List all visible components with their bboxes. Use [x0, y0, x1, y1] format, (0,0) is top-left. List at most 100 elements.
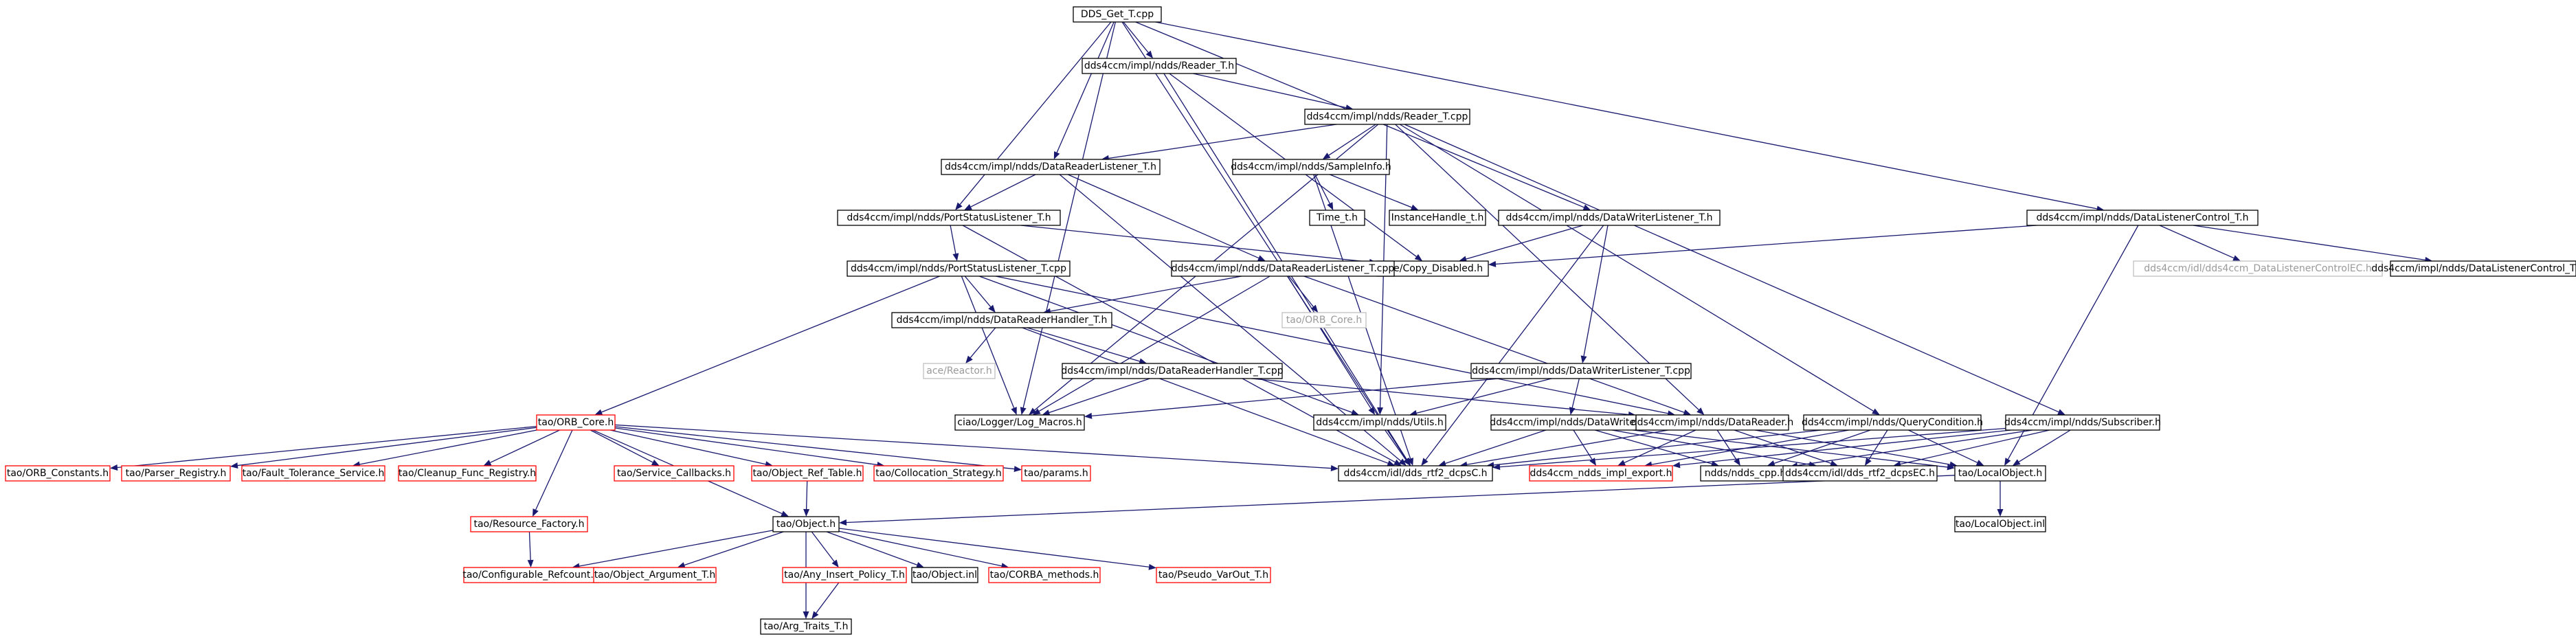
node-orb_constants_h[interactable]: tao/ORB_Constants.h: [5, 465, 111, 482]
node-collocation_strategy_h[interactable]: tao/Collocation_Strategy.h: [873, 465, 1004, 482]
arrowhead-any_insert_policy_t_h-to-arg_traits_t_h: [811, 611, 819, 619]
edge-dlc_t_h-to-dds4ccm_dlc_ec_h: [2159, 225, 2235, 259]
node-log_macros_h[interactable]: ciao/Logger/Log_Macros.h: [954, 414, 1085, 431]
edge-subscriber_h-to-localobject_h: [2018, 429, 2071, 462]
node-dlc_t_h[interactable]: dds4ccm/impl/ndds/DataListenerControl_T.…: [2026, 210, 2259, 226]
node-resource_factory_h[interactable]: tao/Resource_Factory.h: [470, 516, 588, 532]
node-ndds_cpp_h[interactable]: ndds/ndds_cpp.h: [1700, 465, 1791, 482]
node-box: [954, 414, 1085, 431]
node-box: [1309, 210, 1365, 226]
node-service_callbacks_h[interactable]: tao/Service_Callbacks.h: [614, 465, 735, 482]
edge-dwl_t_h-to-dwl_t_cpp: [1583, 225, 1609, 357]
node-label: tao/Object.h: [776, 519, 836, 530]
node-box: [470, 516, 588, 532]
node-box: [1389, 210, 1486, 226]
node-psl_t_cpp[interactable]: dds4ccm/impl/ndds/PortStatusListener_T.c…: [847, 260, 1071, 277]
edge-drh_t_cpp-to-log_macros_h: [1049, 378, 1150, 414]
edge-orb_core_h-to-parser_registry_h: [237, 427, 537, 466]
node-localobject_inl[interactable]: tao/LocalObject.inl: [1954, 516, 2046, 532]
node-pseudo_varout_t_h[interactable]: tao/Pseudo_VarOut_T.h: [1156, 567, 1271, 583]
node-box: [891, 312, 1112, 328]
node-sampleinfo_h[interactable]: dds4ccm/impl/ndds/SampleInfo.h: [1231, 159, 1391, 175]
node-label: tao/Arg_Traits_T.h: [763, 621, 848, 632]
node-object_ref_table_h[interactable]: tao/Object_Ref_Table.h: [751, 465, 864, 482]
node-querycondition_h[interactable]: dds4ccm/impl/ndds/QueryCondition.h: [1802, 414, 1983, 431]
node-time_t_h[interactable]: Time_t.h: [1309, 210, 1365, 226]
edge-dwl_t_cpp-to-datawriter_h: [1571, 378, 1580, 408]
node-object_inl[interactable]: tao/Object.inl: [911, 567, 978, 583]
node-box: [614, 465, 735, 482]
arrowhead-orb_core_h-to-service_callbacks_h: [651, 459, 660, 466]
node-label: ace/Copy_Disabled.h: [1382, 263, 1483, 274]
node-drl_t_h[interactable]: dds4ccm/impl/ndds/DataReaderListener_T.h: [941, 159, 1161, 175]
edge-sampleinfo_h-to-time_t_h: [1314, 174, 1330, 204]
node-copy_disabled_h[interactable]: ace/Copy_Disabled.h: [1376, 260, 1489, 277]
arrowhead-root-to-log_macros_h: [1020, 407, 1027, 415]
node-orb_core_h[interactable]: tao/ORB_Core.h: [536, 414, 616, 431]
edge-reader_t_cpp-to-sampleinfo_h: [1328, 124, 1376, 156]
node-drl_t_cpp[interactable]: dds4ccm/impl/ndds/DataReaderListener_T.c…: [1171, 260, 1395, 277]
node-box: [1954, 465, 2046, 482]
edge-datawriter_h-to-localobject_h: [1633, 429, 1948, 468]
node-utils_h[interactable]: dds4ccm/impl/ndds/Utils.h: [1313, 414, 1446, 431]
node-arg_traits_t_h[interactable]: tao/Arg_Traits_T.h: [760, 618, 852, 635]
node-corba_methods_h[interactable]: tao/CORBA_methods.h: [988, 567, 1101, 583]
node-subscriber_h[interactable]: dds4ccm/impl/ndds/Subscriber.h: [2004, 414, 2161, 431]
node-instancehandle_t_h[interactable]: InstanceHandle_t.h: [1389, 210, 1486, 226]
node-dlc_t_cpp[interactable]: dds4ccm/impl/ndds/DataListenerControl_T.…: [2371, 260, 2576, 277]
node-fault_tolerance_h[interactable]: tao/Fault_Tolerance_Service.h: [241, 465, 385, 482]
node-label: dds4ccm/impl/ndds/Reader_T.cpp: [1307, 111, 1468, 122]
node-ace_reactor_h[interactable]: ace/Reactor.h: [923, 363, 996, 379]
node-dds_rtf2_dcpsec_h[interactable]: dds4ccm/idl/dds_rtf2_dcpsEC.h: [1782, 465, 1938, 482]
node-datawriter_h[interactable]: dds4ccm/impl/ndds/DataWriter.h: [1490, 414, 1648, 431]
edge-drl_t_cpp-to-log_macros_h: [1038, 275, 1270, 412]
node-cleanup_func_h[interactable]: tao/Cleanup_Func_Registry.h: [398, 465, 537, 482]
node-dwl_t_cpp[interactable]: dds4ccm/impl/ndds/DataWriterListener_T.c…: [1470, 363, 1692, 379]
edge-datawriter_h-to-ndds_cpp_h: [1595, 429, 1712, 464]
edge-querycondition_h-to-ndds_impl_export_h: [1651, 429, 1850, 465]
node-label: tao/CORBA_methods.h: [990, 570, 1099, 581]
node-dwl_t_h[interactable]: dds4ccm/impl/ndds/DataWriterListener_T.h: [1498, 210, 1721, 226]
node-parser_registry_h[interactable]: tao/Parser_Registry.h: [121, 465, 231, 482]
node-params_h[interactable]: tao/params.h: [1021, 465, 1091, 482]
node-box: [121, 465, 231, 482]
node-box: [398, 465, 537, 482]
node-box: [782, 567, 907, 583]
node-reader_t_cpp[interactable]: dds4ccm/impl/ndds/Reader_T.cpp: [1304, 109, 1470, 125]
edge-dwl_t_h-to-copy_disabled_h: [1466, 225, 1583, 260]
node-drh_t_cpp[interactable]: dds4ccm/impl/ndds/DataReaderHandler_T.cp…: [1061, 363, 1284, 379]
node-psl_t_h[interactable]: dds4ccm/impl/ndds/PortStatusListener_T.h: [837, 210, 1061, 226]
edge-object_h-to-pseudo_varout_t_h: [838, 528, 1150, 567]
node-label: tao/Collocation_Strategy.h: [875, 468, 1001, 479]
node-box: [2390, 260, 2576, 277]
node-label: dds4ccm/impl/ndds/Utils.h: [1316, 417, 1444, 428]
arrowhead-datawriter_h-to-ndds_impl_export_h: [1589, 458, 1597, 466]
arrowhead-datareader_h-to-ndds_impl_export_h: [1617, 460, 1626, 466]
edge-utils_h-to-dds_rtf2_dcpsc_h: [1385, 429, 1407, 460]
node-object_argument_t_h[interactable]: tao/Object_Argument_T.h: [593, 567, 717, 583]
arrowhead-orb_core_h-to-params_h: [1013, 466, 1022, 473]
node-ndds_impl_export_h[interactable]: dds4ccm_ndds_impl_export.h: [1529, 465, 1673, 482]
node-configurable_refcount_h[interactable]: tao/Configurable_Refcount.h: [462, 567, 600, 583]
node-any_insert_policy_t_h[interactable]: tao/Any_Insert_Policy_T.h: [782, 567, 907, 583]
node-datareader_h[interactable]: dds4ccm/impl/ndds/DataReader.h: [1631, 414, 1793, 431]
arrowhead-dwl_t_cpp-to-datawriter_h: [1569, 407, 1576, 415]
node-box: [847, 260, 1071, 277]
node-dds_rtf2_dcpsc_h[interactable]: dds4ccm/idl/dds_rtf2_dcpsC.h: [1338, 465, 1493, 482]
arrowhead-object_h-to-object_argument_t_h: [677, 562, 686, 568]
node-localobject_h[interactable]: tao/LocalObject.h: [1954, 465, 2046, 482]
node-box: [1021, 465, 1091, 482]
node-tao_orb_core_h_ext[interactable]: tao/ORB_Core.h: [1281, 312, 1367, 328]
arrowhead-datareader_h-to-dds_rtf2_dcpsec_h: [1830, 460, 1839, 466]
node-box: [1281, 312, 1367, 328]
node-box: [1171, 260, 1395, 277]
arrowhead-orb_core_h-to-dds_rtf2_dcpsc_h: [1330, 465, 1339, 472]
node-label: ace/Reactor.h: [926, 366, 992, 376]
node-reader_t_h[interactable]: dds4ccm/impl/ndds/Reader_T.h: [1082, 58, 1237, 74]
node-label: tao/Object_Argument_T.h: [594, 570, 716, 581]
node-dds4ccm_dlc_ec_h[interactable]: dds4ccm/idl/dds4ccm_DataListenerControlE…: [2133, 260, 2383, 277]
arrowhead-reader_t_cpp-to-log_macros_h: [1029, 407, 1037, 415]
arrowhead-localobject_h-to-localobject_inl: [1997, 509, 2004, 517]
node-object_h[interactable]: tao/Object.h: [772, 516, 840, 532]
node-drh_t_h[interactable]: dds4ccm/impl/ndds/DataReaderHandler_T.h: [891, 312, 1112, 328]
